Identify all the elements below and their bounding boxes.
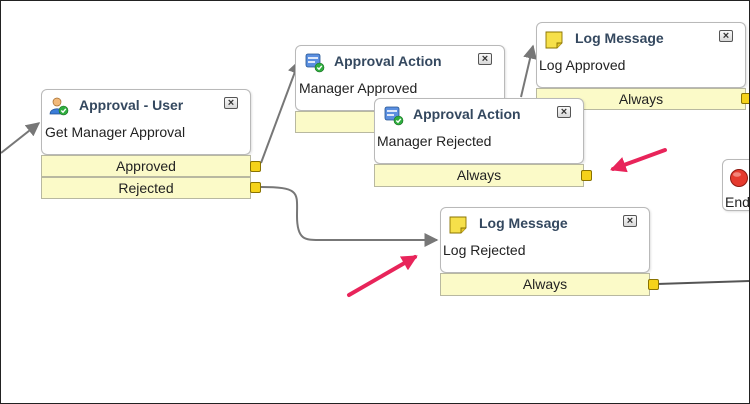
node-subtitle: Get Manager Approval <box>45 124 186 140</box>
approval-action-rejected-node[interactable]: Approval Action × Manager Rejected <box>374 98 584 164</box>
node-subtitle: Log Approved <box>539 57 626 73</box>
connector-rejected <box>260 186 439 247</box>
node-title: Log Message <box>479 215 568 231</box>
port-log-approved-handle[interactable] <box>741 93 749 104</box>
note-icon <box>448 215 467 234</box>
node-title: Log Message <box>575 30 664 46</box>
annotation-arrow-1 <box>609 148 667 173</box>
connector-approved <box>260 59 302 164</box>
port-label: Always <box>522 276 568 292</box>
close-icon[interactable]: × <box>478 53 492 65</box>
stop-icon <box>729 168 748 187</box>
port-approval-action-rejected-always[interactable]: Always <box>374 164 584 187</box>
close-icon[interactable]: × <box>557 106 571 118</box>
port-log-approved-always[interactable]: Always <box>536 88 746 110</box>
port-approved-handle[interactable] <box>250 161 261 172</box>
port-label: Rejected <box>118 180 174 196</box>
log-rejected-node[interactable]: Log Message × Log Rejected <box>440 207 650 273</box>
connector-to-log-approved <box>520 44 537 98</box>
node-title: Approval - User <box>79 97 184 113</box>
connector-incoming <box>1 122 41 154</box>
close-icon[interactable]: × <box>224 97 238 109</box>
port-label: Approved <box>116 158 176 174</box>
approval-action-icon <box>305 53 325 73</box>
close-icon[interactable]: × <box>623 215 637 227</box>
port-label: Always <box>618 91 664 107</box>
port-rejected-handle[interactable] <box>250 182 261 193</box>
node-title: End <box>725 194 750 210</box>
user-approval-icon <box>49 96 69 116</box>
annotation-arrow-2 <box>347 255 418 297</box>
close-icon[interactable]: × <box>719 30 733 42</box>
node-title: Approval Action <box>413 106 521 122</box>
port-log-rejected-handle[interactable] <box>648 279 659 290</box>
port-rejected[interactable]: Rejected <box>41 177 251 199</box>
port-log-rejected-always[interactable]: Always <box>440 273 650 296</box>
node-subtitle: Manager Rejected <box>377 133 492 149</box>
port-approved[interactable]: Approved <box>41 155 251 177</box>
port-approval-action-rejected-handle[interactable] <box>581 170 592 181</box>
approval-action-icon <box>384 106 404 126</box>
approval-user-node[interactable]: Approval - User × Get Manager Approval <box>41 89 251 155</box>
end-node[interactable]: End <box>722 159 750 211</box>
connector-to-end <box>656 280 749 285</box>
node-subtitle: Log Rejected <box>443 242 526 258</box>
node-title: Approval Action <box>334 53 442 69</box>
log-approved-node[interactable]: Log Message × Log Approved <box>536 22 746 88</box>
note-icon <box>544 30 563 49</box>
node-subtitle: Manager Approved <box>299 80 418 96</box>
port-label: Always <box>456 167 502 183</box>
